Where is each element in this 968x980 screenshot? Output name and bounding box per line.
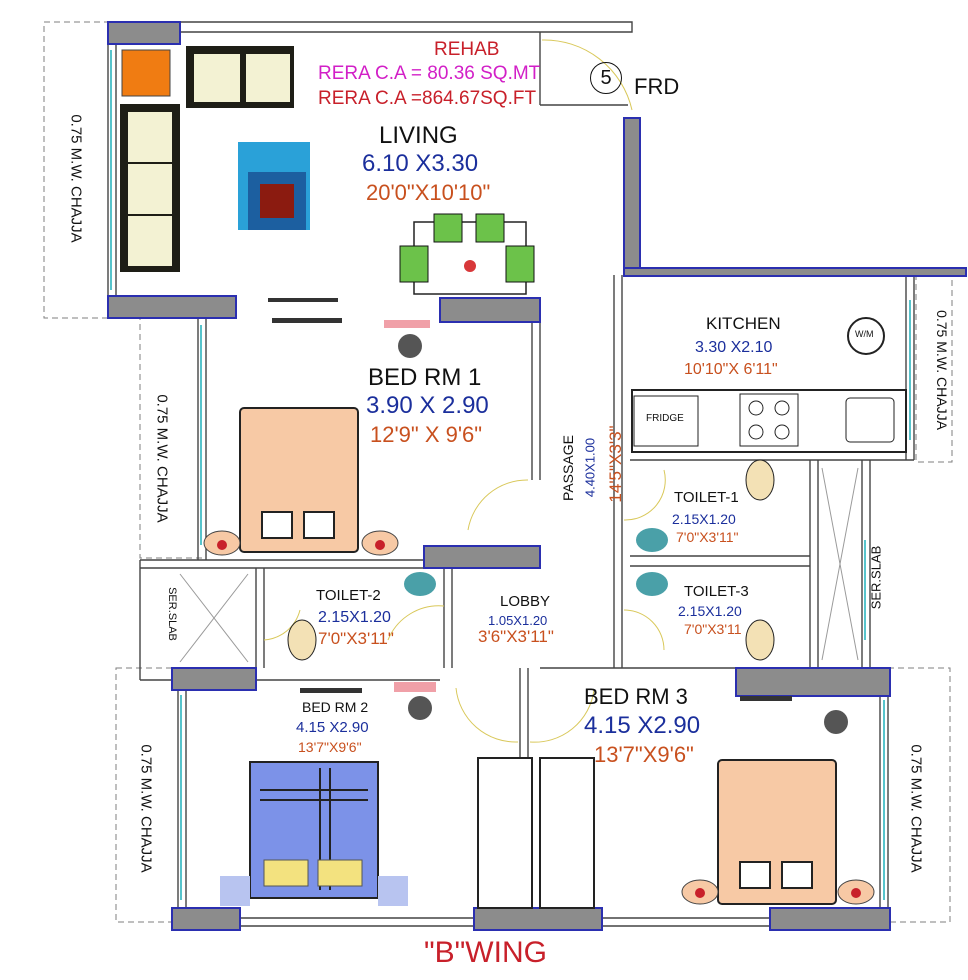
- bed1-metric: 3.90 X 2.90: [366, 392, 489, 419]
- washing-machine-label: W/M: [855, 329, 874, 339]
- living-imperial: 20'0"X10'10": [366, 180, 491, 205]
- wardrobes: [477, 757, 595, 909]
- kitchen-imperial: 10'10"X 6'11": [684, 361, 778, 378]
- bed-2: [220, 761, 408, 906]
- bed-3: [681, 759, 875, 905]
- flat-type-label: FRD: [634, 74, 680, 99]
- passage-imperial: 14'5"X3'3": [606, 425, 625, 503]
- chajja-label-bed3: 0.75 M.W. CHAJJA: [907, 744, 925, 873]
- fridge-label: FRIDGE: [646, 413, 684, 424]
- living-name: LIVING: [379, 122, 458, 149]
- chajja-label-kitchen: 0.75 M.W. CHAJJA: [934, 310, 950, 430]
- bed3-imperial: 13'7"X9'6": [594, 742, 694, 767]
- bed1-name: BED RM 1: [368, 364, 482, 391]
- doors: [263, 39, 666, 743]
- ser-slab-label-right: SER.SLAB: [868, 545, 884, 610]
- toilet3-imperial: 7'0"X3'11: [684, 621, 742, 637]
- rera-sqft-label: RERA C.A =864.67SQ.FT: [318, 88, 537, 109]
- kitchen-name: KITCHEN: [706, 314, 781, 333]
- bed1-imperial: 12'9" X 9'6": [370, 422, 483, 447]
- lobby-name: LOBBY: [500, 593, 551, 610]
- toilet3-metric: 2.15X1.20: [678, 603, 742, 619]
- rera-sqm-label: RERA C.A = 80.36 SQ.MT: [318, 63, 541, 84]
- toilet1-name: TOILET-1: [674, 489, 739, 506]
- bed2-metric: 4.15 X2.90: [296, 719, 369, 736]
- lobby-imperial: 3'6"X3'11": [478, 627, 554, 646]
- bed3-metric: 4.15 X2.90: [584, 712, 701, 739]
- ser-slab-label-left: SER.SLAB: [166, 587, 178, 641]
- rehab-label: REHAB: [434, 39, 500, 60]
- ceiling-fans: [384, 320, 848, 734]
- toilet2-imperial: 7'0"X3'11": [318, 629, 394, 648]
- bed2-name: BED RM 2: [302, 699, 369, 715]
- columns: [107, 21, 967, 931]
- toilet-fixtures: [287, 459, 775, 661]
- toilet3-name: TOILET-3: [684, 583, 749, 600]
- toilet2-metric: 2.15X1.20: [318, 609, 391, 626]
- dining-set: [399, 213, 535, 295]
- coffee-table: [238, 142, 310, 230]
- bed-1: [203, 407, 399, 556]
- bed3-name: BED RM 3: [584, 684, 688, 709]
- wing-label: "B"WING: [424, 936, 547, 969]
- windows: [110, 50, 911, 900]
- bed2-imperial: 13'7"X9'6": [298, 739, 362, 755]
- service-slab-marks: [179, 467, 859, 663]
- lobby-metric: 1.05X1.20: [488, 613, 548, 628]
- toilet1-imperial: 7'0"X3'11": [676, 529, 739, 545]
- chajja-label-bed2: 0.75 M.W. CHAJJA: [137, 744, 155, 873]
- toilet2-name: TOILET-2: [316, 587, 381, 604]
- toilet1-metric: 2.15X1.20: [672, 511, 736, 527]
- passage-name: PASSAGE: [560, 435, 576, 501]
- kitchen-counter: [631, 317, 907, 453]
- kitchen-metric: 3.30 X2.10: [695, 339, 773, 356]
- flat-number-badge: 5: [590, 62, 622, 94]
- living-metric: 6.10 X3.30: [362, 150, 479, 177]
- sofa: [120, 46, 294, 272]
- chajja-label-living: 0.75 M.W. CHAJJA: [67, 114, 85, 243]
- passage-metric: 4.40X1.00: [582, 437, 598, 498]
- chajja-label-bed1: 0.75 M.W. CHAJJA: [153, 394, 171, 523]
- tv-units: [268, 298, 792, 701]
